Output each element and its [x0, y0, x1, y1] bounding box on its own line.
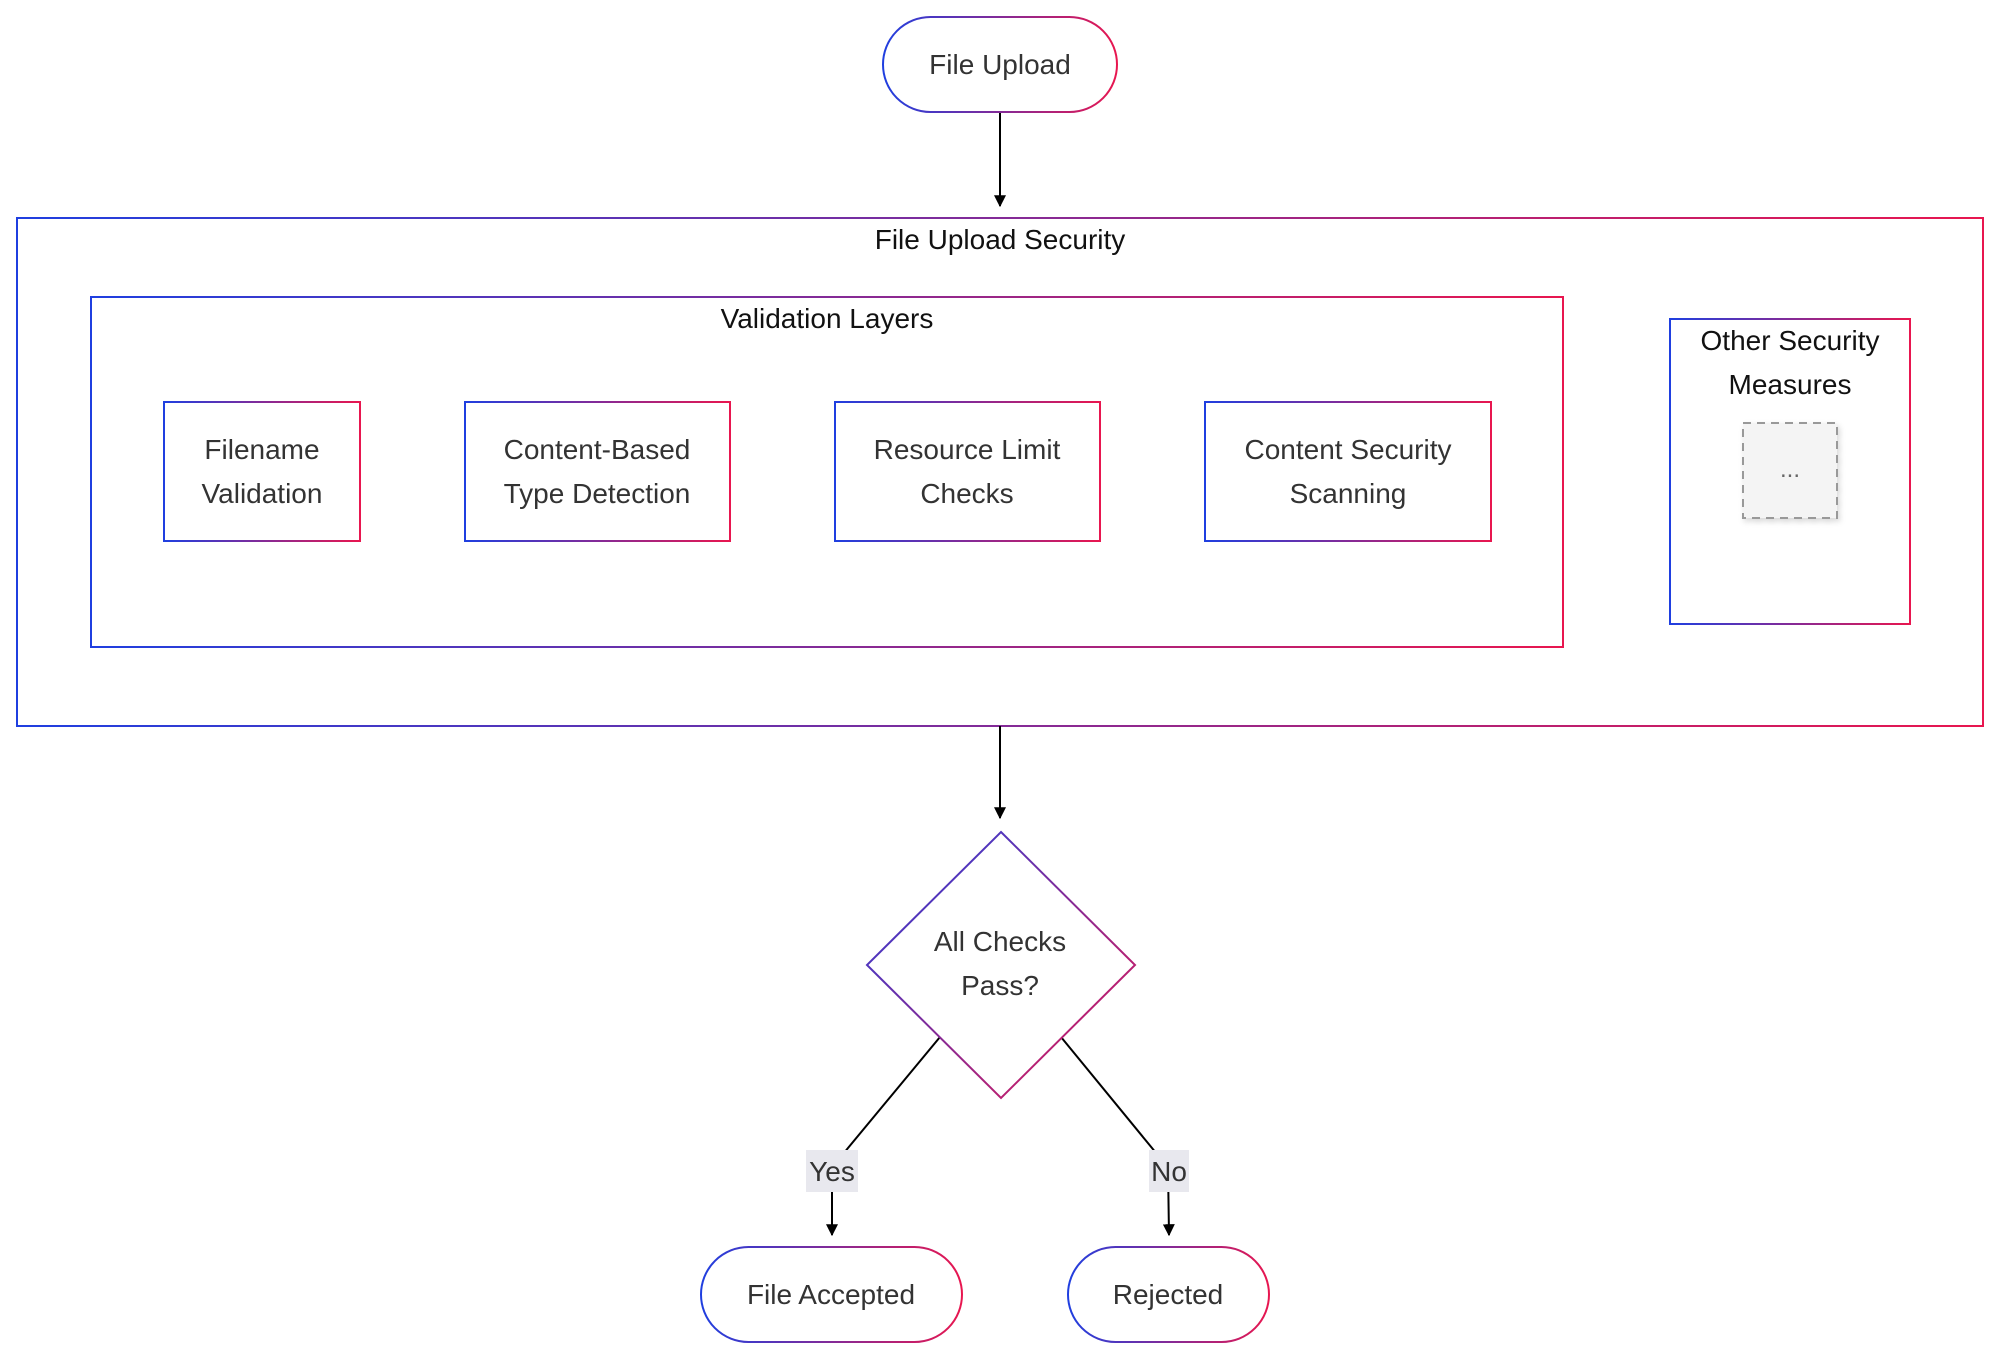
cluster-title-validation: Validation Layers — [721, 303, 934, 334]
cluster-validation-layers: Validation Layers — [90, 296, 1564, 648]
node-file-upload-label: File Upload — [929, 49, 1071, 80]
node-filename-validation-line2: Validation — [202, 478, 323, 509]
cluster-title-other-line1: Other Security — [1701, 325, 1880, 356]
node-file-accepted-label: File Accepted — [747, 1279, 915, 1310]
node-content-type-detection-line1: Content-Based — [504, 434, 691, 465]
node-resource-limit-checks-line2: Checks — [920, 478, 1013, 509]
node-content-security-scanning-line1: Content Security — [1245, 434, 1452, 465]
node-decision-all-checks-pass[interactable]: All Checks Pass? — [865, 830, 1137, 1100]
node-filename-validation-line1: Filename — [204, 434, 319, 465]
edge-decision-no — [1060, 1036, 1175, 1237]
edge-label-yes-text: Yes — [809, 1156, 855, 1187]
node-resource-limit-checks-line1: Resource Limit — [874, 434, 1061, 465]
cluster-title-other-line2: Measures — [1729, 369, 1852, 400]
node-content-type-detection-line2: Type Detection — [504, 478, 691, 509]
node-content-type-detection[interactable]: Content-Based Type Detection — [464, 401, 731, 542]
cluster-title-security: File Upload Security — [875, 224, 1126, 255]
node-filename-validation[interactable]: Filename Validation — [163, 401, 361, 542]
node-decision-line1: All Checks — [934, 926, 1066, 957]
cluster-other-security-measures: Other Security Measures — [1669, 318, 1911, 625]
node-file-upload[interactable]: File Upload — [882, 16, 1118, 113]
node-content-security-scanning[interactable]: Content Security Scanning — [1204, 401, 1492, 542]
node-decision-line2: Pass? — [961, 970, 1039, 1001]
edge-label-yes: Yes — [806, 1150, 858, 1192]
node-rejected-label: Rejected — [1113, 1279, 1224, 1310]
edge-decision-yes — [826, 1036, 941, 1237]
node-content-security-scanning-line2: Scanning — [1290, 478, 1407, 509]
node-more-measures-label: ... — [1780, 456, 1800, 483]
node-resource-limit-checks[interactable]: Resource Limit Checks — [834, 401, 1101, 542]
node-rejected[interactable]: Rejected — [1067, 1246, 1270, 1343]
edge-label-no-text: No — [1151, 1156, 1187, 1187]
node-file-accepted[interactable]: File Accepted — [700, 1246, 963, 1343]
edge-label-no: No — [1149, 1150, 1189, 1192]
node-more-measures-placeholder[interactable]: ... — [1742, 422, 1838, 519]
